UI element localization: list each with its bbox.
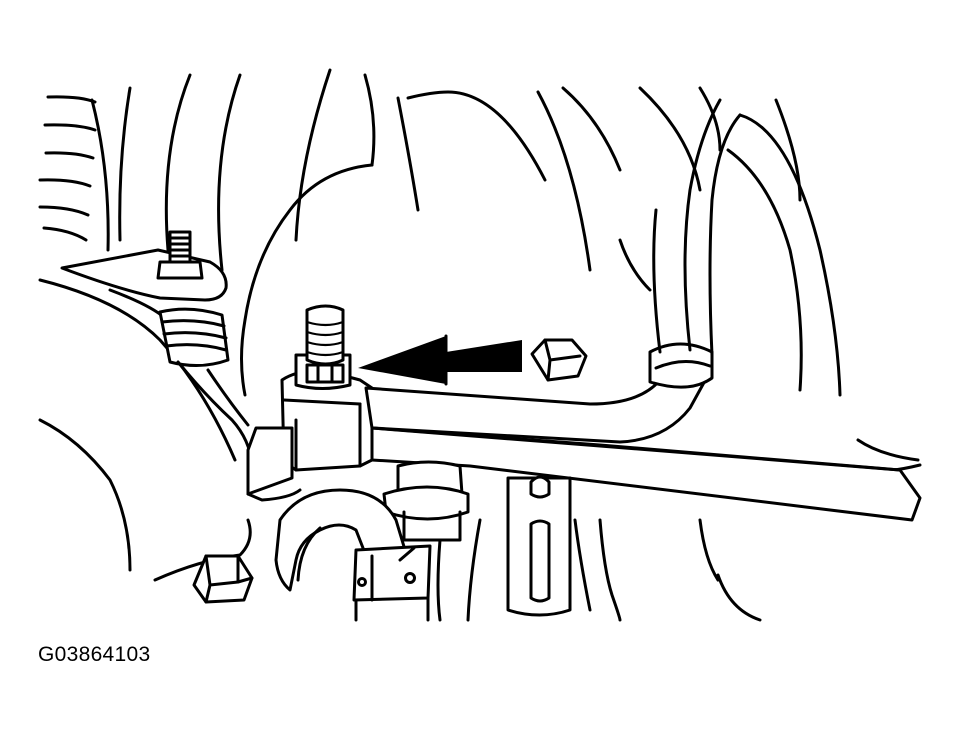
lower-mounting-plate xyxy=(352,544,432,622)
valve-stem-icon xyxy=(294,304,352,390)
upper-left-bracket xyxy=(60,230,228,320)
pressure-switch-fitting xyxy=(382,460,470,542)
service-valve-block xyxy=(246,369,374,502)
pointer-arrow-icon xyxy=(358,334,522,386)
slotted-bracket xyxy=(506,475,572,617)
engine-background-contours xyxy=(38,68,922,622)
lower-left-bolt-icon xyxy=(192,554,254,604)
left-rubber-boot xyxy=(158,307,254,467)
figure-code: G03864103 xyxy=(38,643,151,666)
upper-right-bolt-icon xyxy=(530,338,588,382)
refrigerant-line xyxy=(364,98,922,522)
